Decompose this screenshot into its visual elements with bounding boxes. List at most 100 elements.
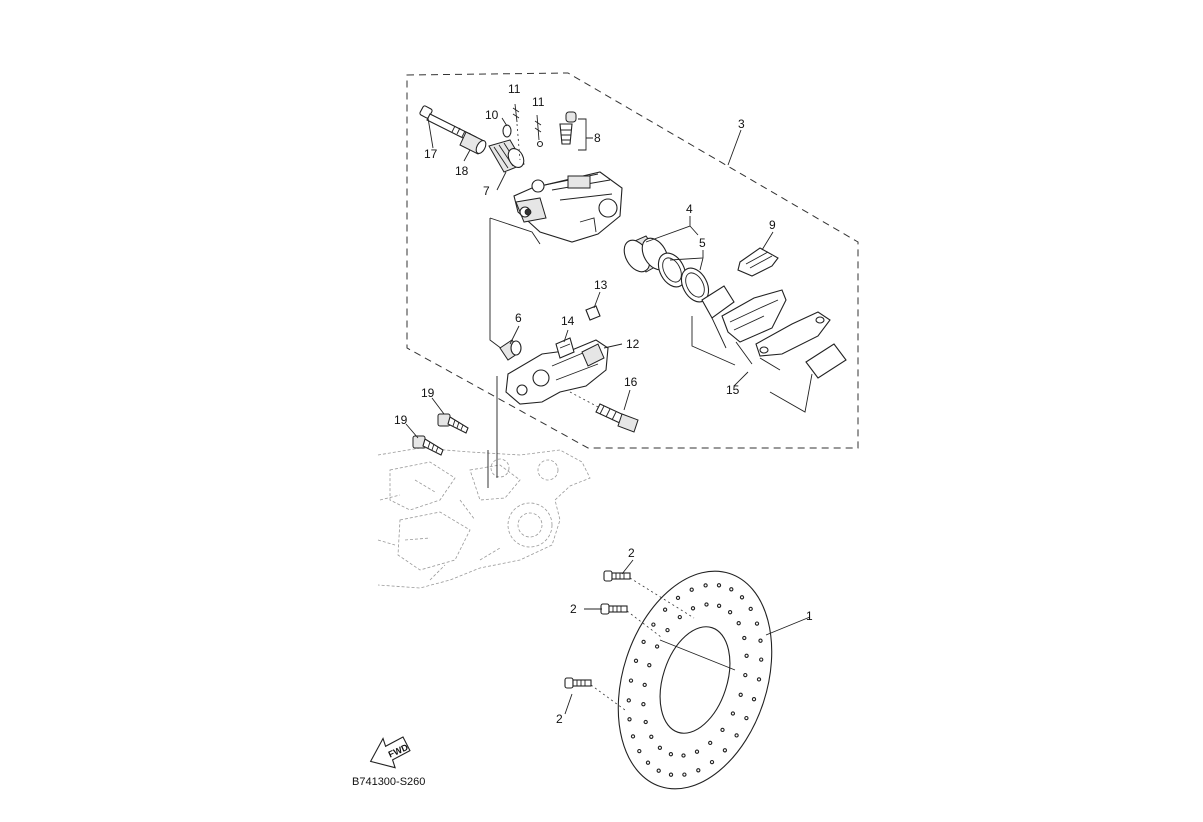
disc-vent-hole bbox=[633, 658, 639, 663]
disc-vent-hole bbox=[739, 595, 745, 600]
disc-vent-hole bbox=[668, 752, 674, 757]
disc-vent-hole bbox=[748, 606, 753, 612]
disc-vent-hole bbox=[756, 677, 762, 682]
bracket-bolt bbox=[595, 403, 639, 433]
disc-vent-hole bbox=[689, 587, 694, 592]
disc-vent-hole bbox=[727, 610, 733, 615]
forward-direction-arrow: FWD bbox=[369, 736, 411, 769]
callout-15: 15 bbox=[726, 383, 740, 397]
caliper-bracket bbox=[505, 339, 609, 405]
disc-vent-hole bbox=[637, 748, 642, 754]
disc-vent-hole bbox=[645, 760, 651, 765]
disc-vent-hole bbox=[628, 678, 634, 683]
disc-vent-hole bbox=[682, 772, 687, 777]
disc-vent-hole bbox=[722, 748, 728, 753]
pin-boot bbox=[488, 139, 525, 173]
disc-vent-hole bbox=[758, 638, 763, 643]
disc-vent-hole bbox=[736, 621, 741, 626]
disc-vent-hole bbox=[643, 719, 648, 725]
bracket-mount-lines bbox=[487, 376, 498, 488]
callout-8: 8 bbox=[594, 131, 601, 145]
pad-spring bbox=[737, 247, 779, 277]
callout-3: 3 bbox=[738, 117, 745, 131]
callout-4: 4 bbox=[686, 202, 693, 216]
disc-vent-hole bbox=[656, 768, 661, 773]
disc-vent-hole bbox=[742, 635, 747, 641]
part-13-clip bbox=[585, 305, 601, 321]
disc-vent-hole bbox=[738, 692, 743, 697]
disc-vent-hole bbox=[696, 768, 701, 773]
disc-vent-hole bbox=[641, 639, 646, 645]
disc-vent-hole bbox=[694, 749, 700, 754]
callout-7: 7 bbox=[483, 184, 490, 198]
disc-vent-hole bbox=[630, 734, 636, 739]
disc-vent-hole bbox=[703, 583, 708, 588]
callout-1: 1 bbox=[806, 609, 813, 623]
pad-grouping-lines bbox=[691, 316, 813, 413]
disc-vent-hole bbox=[641, 702, 646, 707]
disc-bolt-bottom bbox=[564, 677, 592, 689]
disc-vent-hole bbox=[720, 727, 725, 733]
disc-vent-hole bbox=[647, 663, 652, 668]
callout-19-lower: 19 bbox=[394, 413, 408, 427]
callout-5: 5 bbox=[699, 236, 706, 250]
disc-vent-hole bbox=[708, 740, 713, 746]
callout-9: 9 bbox=[769, 218, 776, 232]
disc-vent-hole bbox=[716, 603, 722, 608]
callout-19-upper: 19 bbox=[421, 386, 435, 400]
disc-vent-hole bbox=[729, 587, 734, 592]
callout-10: 10 bbox=[485, 108, 499, 122]
callout-leader-lines bbox=[405, 117, 811, 715]
brake-disc bbox=[617, 570, 773, 790]
disc-vent-hole bbox=[690, 606, 696, 611]
disc-vent-hole bbox=[657, 745, 663, 750]
callout-13: 13 bbox=[594, 278, 608, 292]
callout-16: 16 bbox=[624, 375, 638, 389]
disc-vent-hole bbox=[662, 607, 668, 612]
part-11-pin-b bbox=[534, 114, 544, 148]
part-14-retainer bbox=[555, 337, 575, 359]
disc-vent-hole bbox=[651, 622, 656, 627]
callout-17: 17 bbox=[424, 147, 438, 161]
disc-vent-hole bbox=[675, 595, 681, 601]
callout-14: 14 bbox=[561, 314, 575, 328]
bleed-screw-and-cap bbox=[559, 111, 587, 151]
disc-vent-hole bbox=[744, 715, 749, 721]
callout-6: 6 bbox=[515, 311, 522, 325]
sleeve bbox=[459, 131, 487, 155]
disc-bolt-alignment-lines bbox=[590, 577, 695, 711]
disc-bolt-middle bbox=[600, 603, 628, 615]
drawing-code: B741300-S260 bbox=[352, 776, 425, 788]
disc-vent-hole bbox=[681, 753, 686, 758]
disc-bolt-top bbox=[603, 570, 631, 582]
piston-seals bbox=[657, 252, 710, 303]
disc-vent-hole bbox=[665, 627, 670, 633]
disc-vent-hole bbox=[642, 682, 647, 688]
brake-pad-kit bbox=[701, 285, 847, 379]
disc-vent-hole bbox=[677, 614, 682, 620]
disc-center-line bbox=[659, 639, 736, 671]
disc-vent-hole bbox=[743, 672, 748, 678]
mounting-bolt-upper bbox=[437, 413, 469, 434]
disc-vent-hole bbox=[751, 697, 757, 702]
swingarm-frame-sketch bbox=[377, 447, 591, 589]
callout-18: 18 bbox=[455, 164, 469, 178]
disc-vent-hole bbox=[744, 653, 749, 658]
disc-vent-hole bbox=[730, 711, 736, 716]
bracket-boot bbox=[499, 339, 522, 361]
disc-vent-hole bbox=[627, 717, 632, 722]
disc-vent-hole bbox=[759, 657, 764, 662]
mounting-bolt-lower bbox=[412, 435, 444, 456]
disc-vent-hole bbox=[649, 734, 654, 739]
disc-vent-hole bbox=[654, 644, 660, 649]
disc-vent-hole bbox=[704, 602, 709, 607]
callout-11-right: 11 bbox=[532, 95, 545, 109]
caliper-assembly-boundary bbox=[406, 72, 859, 449]
callout-11-left: 11 bbox=[508, 82, 521, 96]
callout-12: 12 bbox=[626, 337, 640, 351]
part-10-clip bbox=[502, 124, 512, 138]
callout-2-middle: 2 bbox=[570, 602, 577, 616]
caliper-bracket-connector bbox=[489, 217, 541, 353]
bracket-bolt-alignment bbox=[569, 391, 601, 409]
